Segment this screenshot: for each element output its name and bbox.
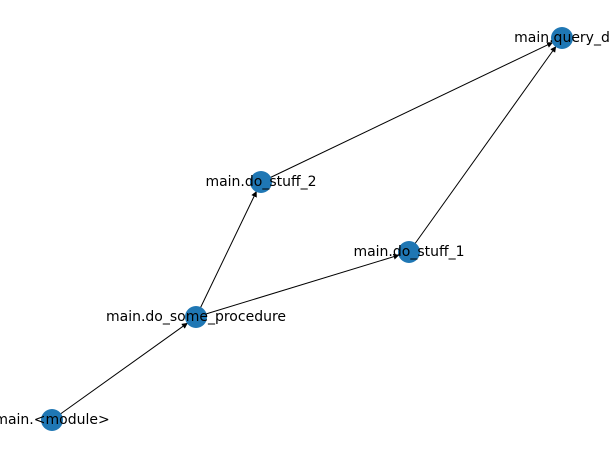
edge-do_some_procedure-to-do_stuff_2 xyxy=(195,190,258,318)
edge-do_stuff_2-to-query_d xyxy=(260,41,554,183)
node-do-stuff-1 xyxy=(398,241,420,263)
node-do-stuff-2 xyxy=(250,171,272,193)
node-query-d xyxy=(551,27,573,49)
edge-module-to-do_some_procedure xyxy=(51,322,189,421)
node-label-module: main.<module> xyxy=(0,412,110,428)
edge-do_some_procedure-to-do_stuff_1 xyxy=(195,253,400,318)
node-do-some-procedure xyxy=(185,306,207,328)
node-label-do-stuff-2: main.do_stuff_2 xyxy=(205,174,316,190)
labels-layer: main.<module> main.do_some_procedure main.… xyxy=(0,30,610,428)
edges-layer xyxy=(51,41,557,421)
node-label-do-stuff-1: main.do_stuff_1 xyxy=(353,244,464,260)
edge-do_stuff_1-to-query_d xyxy=(408,45,557,253)
node-label-query-d: main.query_d xyxy=(514,30,610,46)
node-label-do-some-procedure: main.do_some_procedure xyxy=(106,309,286,325)
node-module xyxy=(41,409,63,431)
nodes-layer xyxy=(41,27,573,431)
